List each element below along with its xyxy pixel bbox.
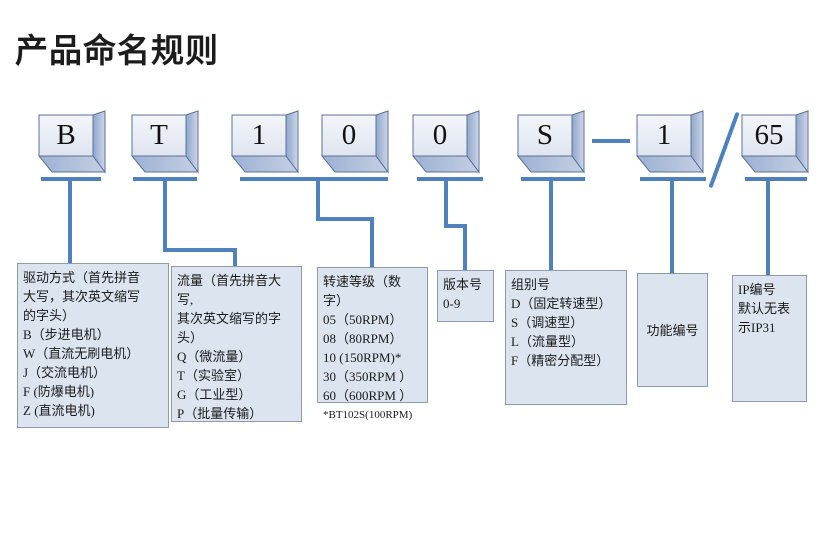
code-cube-speed-1: 1 [231, 110, 301, 174]
connector-version-v2 [463, 224, 467, 271]
note-speed-text: 转速等级（数字） 05（50RPM） 08（80RPM） 10 (150RPM)… [323, 274, 413, 403]
dash-separator [592, 139, 630, 143]
underline-version [417, 177, 483, 181]
cube-icon [636, 110, 704, 174]
note-version-number: 版本号 0-9 [437, 270, 494, 322]
connector-speed-h [316, 217, 374, 221]
underline-function [640, 177, 706, 181]
code-cube-flow: T [131, 110, 201, 174]
cube-icon [231, 110, 299, 174]
underline-flow [133, 177, 197, 181]
note-drive-text: 驱动方式（首先拼音 大写，其次英文缩写 的字头） B（步进电机） W（直流无刷电… [23, 270, 141, 418]
cube-icon [517, 110, 585, 174]
code-char: S [536, 119, 554, 151]
connector-flow-v1 [163, 181, 167, 252]
note-group-number: 组别号 D（固定转速型） S（调速型） L（流量型） F（精密分配型） [505, 270, 627, 405]
note-function-text: 功能编号 [646, 322, 699, 338]
underline-ip [745, 177, 807, 181]
connector-ip [766, 181, 770, 276]
connector-function [670, 181, 674, 274]
code-cube-drive: B [38, 110, 108, 174]
connector-drive [68, 181, 72, 263]
underline-group [521, 177, 585, 181]
connector-speed-v1 [316, 181, 320, 221]
underline-drive [41, 177, 101, 181]
code-char: 65 [754, 119, 784, 151]
code-char: 1 [251, 119, 267, 151]
note-flow-type: 流量（首先拼音大写, 其次英文缩写的字头） Q（微流量） T（实验室） G（工业… [171, 266, 302, 422]
note-flow-text: 流量（首先拼音大写, 其次英文缩写的字头） Q（微流量） T（实验室） G（工业… [177, 273, 282, 421]
code-cube-speed-2: 0 [321, 110, 391, 174]
cube-icon [38, 110, 106, 174]
slash-separator [708, 111, 740, 189]
connector-flow-v2 [233, 248, 237, 267]
code-char: T [150, 119, 168, 151]
code-char: 0 [432, 119, 448, 151]
note-ip-text: IP编号 默认无表 示IP31 [738, 282, 791, 335]
cube-icon [412, 110, 480, 174]
code-cube-function: 1 [636, 110, 706, 174]
note-drive-method: 驱动方式（首先拼音 大写，其次英文缩写 的字头） B（步进电机） W（直流无刷电… [17, 263, 169, 428]
connector-flow-h [163, 248, 237, 252]
connector-speed-v2 [370, 217, 374, 268]
code-cube-version: 0 [412, 110, 482, 174]
note-function-number: 功能编号 [637, 273, 708, 387]
note-version-text: 版本号 0-9 [443, 277, 483, 311]
code-cube-ip: 65 [741, 110, 811, 174]
code-char: B [56, 119, 76, 151]
cube-icon [321, 110, 389, 174]
note-speed-footnote: *BT102S(100RPM) [323, 409, 413, 421]
underline-speed [240, 177, 388, 181]
code-cube-group: S [517, 110, 587, 174]
page-title: 产品命名规则 [15, 32, 219, 69]
note-group-text: 组别号 D（固定转速型） S（调速型） L（流量型） F（精密分配型） [511, 277, 612, 368]
connector-version-h [444, 224, 467, 228]
cube-icon [131, 110, 199, 174]
connector-group [549, 181, 553, 271]
cube-icon [741, 110, 809, 174]
connector-version-v1 [444, 181, 448, 228]
note-speed-grade: 转速等级（数字） 05（50RPM） 08（80RPM） 10 (150RPM)… [317, 267, 428, 421]
code-char: 0 [341, 119, 357, 151]
note-ip-number: IP编号 默认无表 示IP31 [732, 275, 807, 402]
code-char: 1 [656, 119, 672, 151]
